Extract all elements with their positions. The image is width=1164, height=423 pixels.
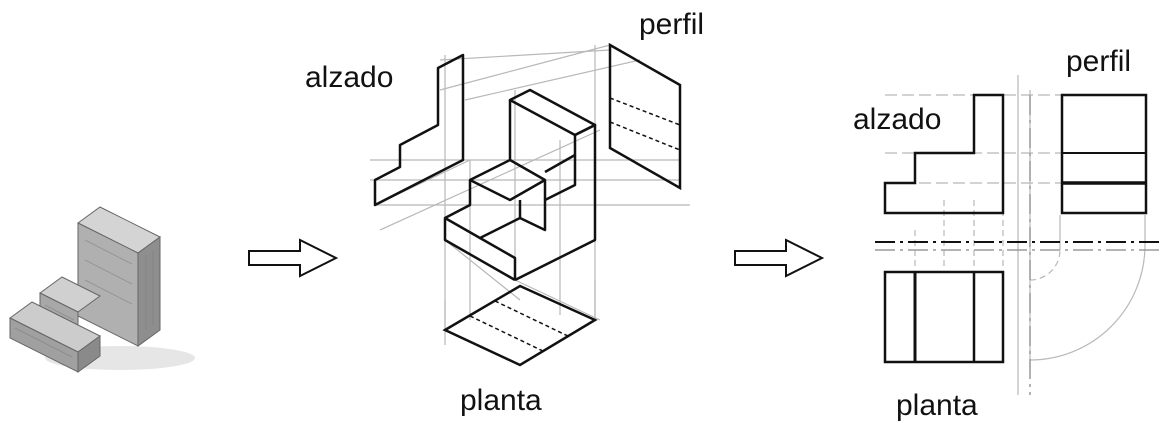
ortho-planta-label: planta — [896, 389, 978, 422]
perfil-plane — [608, 42, 682, 191]
stair-wireframe — [443, 88, 597, 282]
ortho-perfil-view — [1060, 93, 1148, 215]
ortho-alzado-label: alzado — [853, 103, 941, 136]
iso-planta-label: planta — [460, 384, 542, 417]
ortho-planta-view — [883, 270, 1005, 364]
planta-plane — [442, 284, 598, 367]
iso-perfil-label: perfil — [639, 8, 704, 41]
hollow-right-arrow-icon — [734, 238, 825, 278]
isometric-projection: alzado perfil planta — [305, 8, 704, 417]
orthographic-views: alzado perfil planta — [853, 45, 1160, 422]
alzado-plane — [373, 53, 465, 207]
construction-lines — [370, 44, 690, 345]
ortho-perfil-label: perfil — [1066, 45, 1131, 78]
stair-solid-illustration — [9, 206, 195, 373]
hollow-right-arrow-icon — [248, 238, 339, 278]
iso-alzado-label: alzado — [305, 61, 393, 94]
ortho-alzado-view — [883, 93, 1005, 215]
